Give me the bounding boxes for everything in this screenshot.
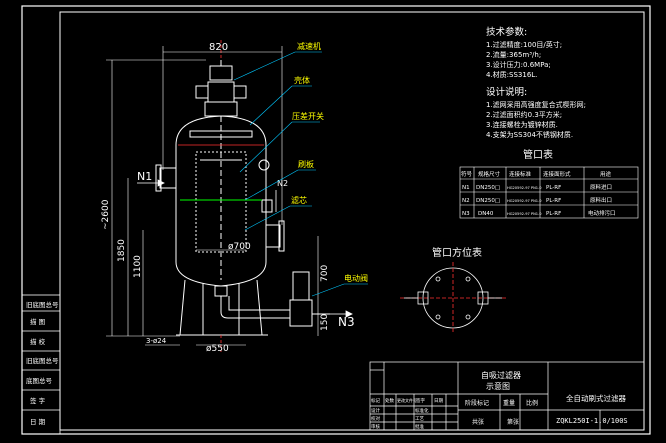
left-panel-label: 旧底图总号 xyxy=(26,300,59,309)
drawing-inner-frame xyxy=(59,11,645,431)
callout-leaders xyxy=(233,51,368,297)
nozzle-table-cell: PL-RF xyxy=(546,185,561,191)
nozzle-table-header: 符号 xyxy=(461,170,473,178)
dim-h4: 150 xyxy=(320,314,330,331)
callout-dp-switch: 压差开关 xyxy=(292,111,324,121)
nozzle-table-cell: 原料进口 xyxy=(590,183,612,191)
nozzle-table-header: 用途 xyxy=(600,170,612,178)
specs-line: 2.流量:365m³/h; xyxy=(486,50,541,59)
notes-title: 设计说明: xyxy=(486,86,527,98)
nozzle-table-cell: PL-RF xyxy=(546,198,561,204)
left-panel-label: 描 图 xyxy=(30,317,45,326)
dim-overall-width: 820 xyxy=(209,42,228,53)
nozzle-table xyxy=(459,166,639,219)
nozzle-table-cell: HG20592-97 PN1.0 xyxy=(507,199,542,203)
title-rev-cell: 处数 xyxy=(385,397,394,404)
title-rev-cell: 签字 xyxy=(416,397,425,404)
title-drawing-no: ZQKL250I-1.0/100S xyxy=(556,417,628,425)
dim-bolts: 3-ø24 xyxy=(146,337,167,345)
nozzle-table-header: 规格尺寸 xyxy=(478,170,501,178)
left-panel-label: 旧底图总号 xyxy=(26,356,59,365)
title-drawing-name-2: 示意图 xyxy=(486,381,510,391)
left-panel xyxy=(21,294,61,435)
notes-line: 1.滤网采用高强度复合式楔形网; xyxy=(486,100,586,109)
nozzle-table-cell: HG20592-97 PN1.0 xyxy=(507,186,542,190)
left-panel-label: 底图总号 xyxy=(26,376,53,385)
nozzle-table-cell: N1 xyxy=(462,185,470,191)
left-panel-label: 描 校 xyxy=(30,337,46,346)
title-product-name: 全自动刷式过滤器 xyxy=(566,393,626,403)
specs-title: 技术参数: xyxy=(486,26,527,38)
dim-inner-diameter: ø700 xyxy=(228,242,251,252)
orientation-diagram xyxy=(400,262,506,334)
notes-line: 2.过滤面积约0.3平方米; xyxy=(486,110,562,119)
specs-line: 4.材质:SS316L. xyxy=(486,70,537,79)
title-weight-label: 重量 xyxy=(503,399,515,407)
nozzle-table-cell: N3 xyxy=(462,211,470,217)
title-role-cell: 标准化 xyxy=(415,407,429,414)
nozzle-table-title: 管口表 xyxy=(523,148,553,161)
nozzle-table-cell: 原料出口 xyxy=(590,196,612,204)
filter-vessel xyxy=(155,60,330,336)
dim-h3: 700 xyxy=(320,265,330,282)
nozzle-table-cell: DN250□ xyxy=(476,185,500,191)
orientation-title: 管口方位表 xyxy=(432,246,482,259)
nozzle-table-cell: N2 xyxy=(462,198,470,204)
dimension-lines xyxy=(106,46,319,346)
nozzle-label-n2: N2 xyxy=(277,179,288,188)
callout-motor-valve: 电动阀 xyxy=(344,273,368,283)
specs-line: 1.过滤精度:100目/英寸; xyxy=(486,40,562,49)
notes-line: 4.支架为SS304不锈钢材质. xyxy=(486,130,573,139)
title-rev-cell: 日期 xyxy=(434,398,443,404)
callout-shell: 壳体 xyxy=(294,75,310,85)
nozzle-table-header: 连接面形式 xyxy=(543,170,571,178)
title-sheet-label: 第张 xyxy=(507,418,519,426)
title-role-cell: 批准 xyxy=(415,423,424,430)
title-stage-label: 阶段标记 xyxy=(465,399,489,407)
title-rev-cell: 标记 xyxy=(371,397,380,404)
nozzle-label-n3: N3 xyxy=(338,315,355,329)
title-role-cell: 工艺 xyxy=(415,416,424,422)
title-scale-label: 比例 xyxy=(526,399,538,407)
title-role-cell: 设计 xyxy=(371,407,380,414)
nozzle-table-cell: DN40 xyxy=(478,211,494,217)
left-panel-label: 日 期 xyxy=(30,418,46,426)
title-total-label: 共张 xyxy=(472,418,484,426)
callout-brush: 刷板 xyxy=(298,159,314,169)
callout-reducer: 减速机 xyxy=(297,41,321,51)
callout-element: 滤芯 xyxy=(291,195,307,205)
drawing-frame xyxy=(21,5,651,435)
dim-h1: 1850 xyxy=(117,239,127,262)
dim-base-diameter: ø550 xyxy=(206,344,229,354)
nozzle-table-cell: PL-RF xyxy=(546,211,561,217)
nozzle-table-cell: DN250□ xyxy=(476,198,500,204)
nozzle-label-n1: N1 xyxy=(137,170,152,183)
notes-line: 3.连接螺栓为镀锌材质. xyxy=(486,120,558,129)
specs-line: 3.设计压力:0.6MPa; xyxy=(486,60,551,69)
dim-total-height: ~2600 xyxy=(101,199,111,230)
nozzle-table-header: 连接标准 xyxy=(509,170,532,178)
title-role-cell: 审核 xyxy=(371,423,380,430)
title-drawing-name-1: 自吸过滤器 xyxy=(481,370,521,380)
dim-h2: 1100 xyxy=(133,255,143,278)
nozzle-table-cell: HG20592-97 PN1.0 xyxy=(507,212,542,216)
left-panel-label: 签 字 xyxy=(30,396,46,405)
title-role-cell: 校对 xyxy=(371,415,380,422)
title-block xyxy=(369,361,645,431)
flow-arrows xyxy=(137,179,353,318)
nozzle-table-cell: 电动排污口 xyxy=(588,209,616,217)
title-rev-cell: 更改文件号 xyxy=(397,397,417,403)
